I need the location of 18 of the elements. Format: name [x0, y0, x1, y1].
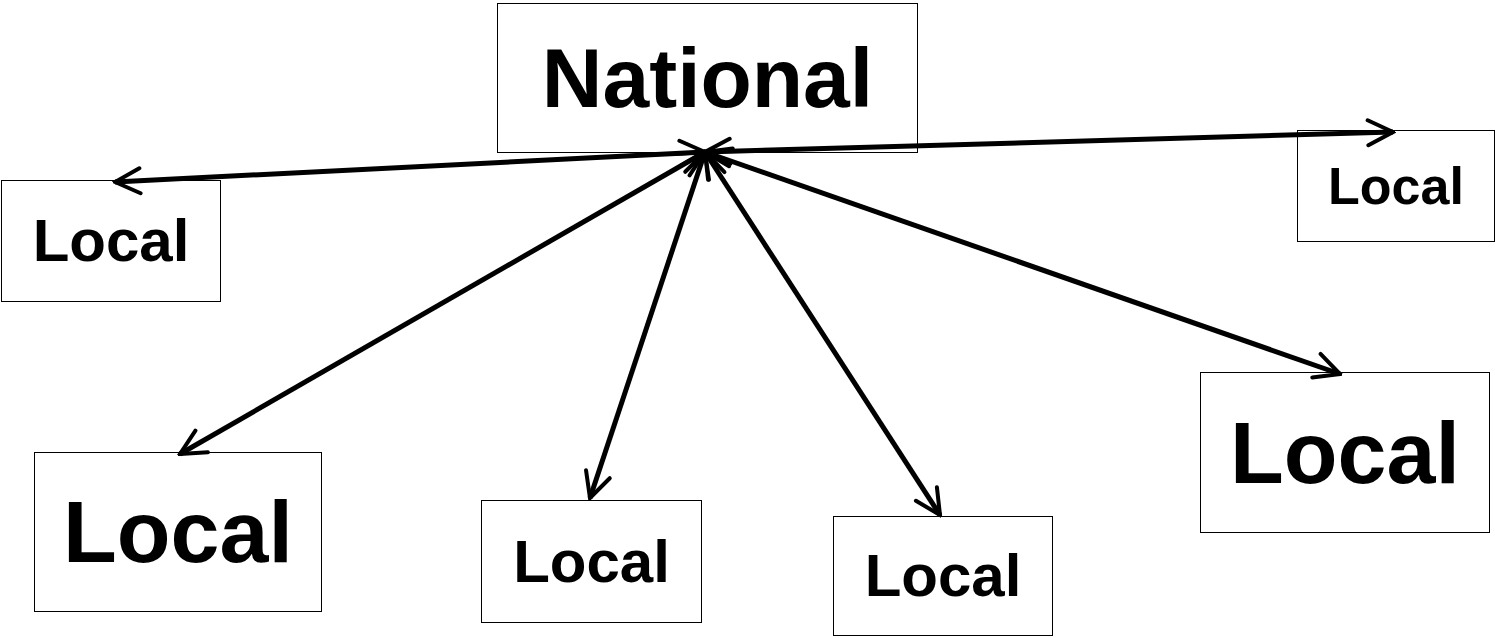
text-box: [481, 500, 702, 623]
box-label: Local: [1230, 408, 1460, 497]
text-box: [1200, 372, 1490, 533]
text-box: [497, 3, 918, 153]
box-label: Local: [513, 531, 670, 592]
text-box: [833, 516, 1053, 636]
box-label: Local: [63, 488, 293, 576]
box-label: Local: [32, 211, 190, 271]
double-arrow: [703, 118, 1395, 166]
text-box: [1, 180, 221, 302]
double-arrow: [702, 150, 943, 517]
box-label: National: [541, 36, 874, 120]
text-box: [1297, 130, 1495, 242]
text-box: [34, 452, 322, 612]
double-arrow: [584, 150, 711, 500]
box-label: Local: [864, 546, 1022, 606]
box-label: Local: [1328, 160, 1464, 212]
double-arrow: [113, 138, 707, 196]
